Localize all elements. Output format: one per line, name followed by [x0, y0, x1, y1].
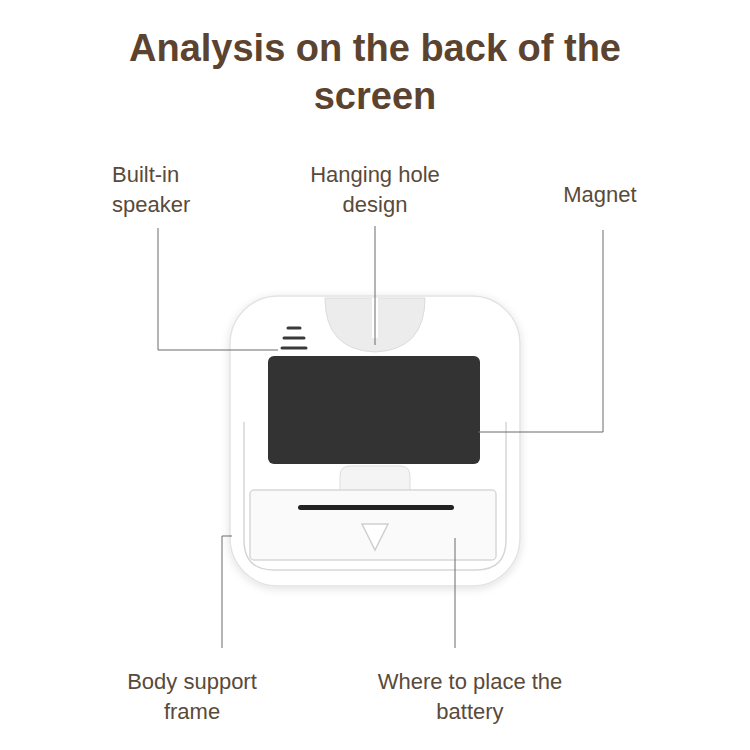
part-label: Magnet [530, 180, 670, 210]
battery-cover [250, 490, 496, 560]
arrow-mark [362, 524, 388, 550]
title: Analysis on the back of the screen [125, 24, 625, 120]
part-label: Body support frame [102, 667, 282, 727]
part-label: Built-in speaker [112, 160, 232, 220]
speaker-grill [282, 328, 306, 348]
magnet [268, 356, 480, 464]
part-label: Where to place the battery [355, 667, 585, 727]
part-label: Hanging hole design [295, 160, 455, 220]
reset-slot [298, 505, 454, 510]
clip [340, 466, 410, 490]
leader-lines [158, 226, 603, 648]
